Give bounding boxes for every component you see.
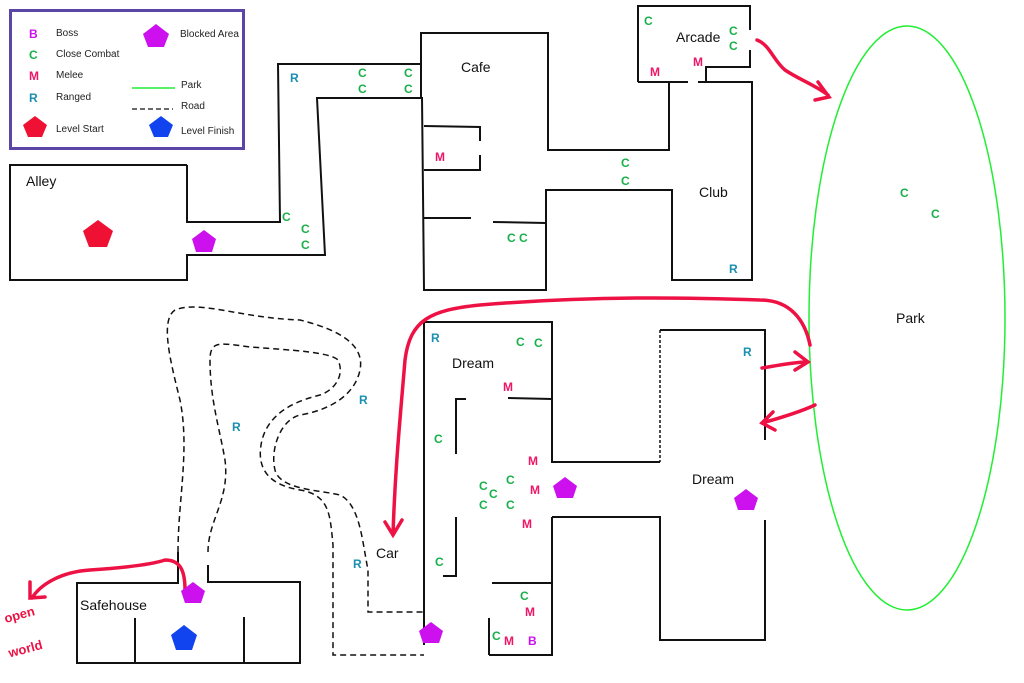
legend-ranged-letter: R	[29, 91, 38, 105]
enemy-close-combat: C	[358, 82, 367, 96]
label-cafe: Cafe	[461, 59, 491, 75]
enemy-melee: M	[528, 454, 538, 468]
legend-level-start-label: Level Start	[56, 124, 104, 135]
enemy-close-combat: C	[358, 66, 367, 80]
enemy-melee: M	[525, 605, 535, 619]
legend-melee-letter: M	[29, 69, 39, 83]
route-arrows	[28, 38, 833, 600]
road	[166, 306, 661, 656]
enemy-close-combat: C	[301, 222, 310, 236]
legend-road-label: Road	[181, 101, 205, 112]
enemy-ranged: R	[359, 393, 368, 407]
enemy-close-combat: C	[519, 231, 528, 245]
enemy-close-combat: C	[621, 156, 630, 170]
enemy-ranged: R	[353, 557, 362, 571]
enemy-melee: M	[522, 517, 532, 531]
enemy-close-combat: C	[729, 39, 738, 53]
legend-boss-letter: B	[29, 27, 38, 41]
legend-park-label: Park	[181, 80, 202, 91]
enemy-close-combat: C	[729, 24, 738, 38]
legend-park-line-icon	[132, 87, 175, 89]
enemy-melee: M	[693, 55, 703, 69]
blocked-area-icon	[419, 622, 443, 643]
enemy-boss: B	[528, 634, 537, 648]
dream1-walls	[423, 321, 766, 656]
arrow-park-to-car	[383, 296, 812, 539]
enemy-close-combat: C	[621, 174, 630, 188]
legend-level-start-icon	[23, 116, 47, 137]
enemy-close-combat: C	[479, 479, 488, 493]
label-club: Club	[699, 184, 728, 200]
enemy-close-combat: C	[489, 487, 498, 501]
enemy-ranged: R	[729, 262, 738, 276]
enemy-ranged: R	[232, 420, 241, 434]
enemy-ranged: R	[743, 345, 752, 359]
enemy-ranged: R	[431, 331, 440, 345]
markers	[83, 220, 758, 650]
label-safehouse: Safehouse	[80, 597, 147, 613]
svg-text:open: open	[2, 603, 36, 626]
level-start-icon	[83, 220, 113, 247]
alley-walls	[9, 32, 688, 281]
enemy-close-combat: C	[534, 336, 543, 350]
enemy-close-combat: C	[516, 335, 525, 349]
enemy-melee: M	[435, 150, 445, 164]
arrow-park-to-dream	[759, 403, 817, 432]
enemy-close-combat: C	[404, 66, 413, 80]
safehouse-walls	[76, 552, 301, 664]
enemy-close-combat: C	[282, 210, 291, 224]
legend-boss-label: Boss	[56, 28, 79, 39]
enemy-close-combat: C	[931, 207, 940, 221]
enemy-close-combat: C	[404, 82, 413, 96]
enemy-melee: M	[504, 634, 514, 648]
legend-blocked-area-label: Blocked Area	[180, 29, 239, 40]
legend-melee-label: Melee	[56, 70, 84, 81]
cafe-walls	[421, 81, 753, 291]
enemy-close-combat: C	[435, 555, 444, 569]
label-arcade: Arcade	[676, 29, 721, 45]
enemy-close-combat: C	[301, 238, 310, 252]
blocked-area-icon	[192, 230, 216, 252]
blocked-area-icon	[181, 582, 205, 603]
enemy-ranged: R	[290, 71, 299, 85]
label-alley: Alley	[26, 173, 56, 189]
arcade-walls	[637, 5, 751, 83]
enemy-melee: M	[650, 65, 660, 79]
arrow-safehouse-to-open-world	[28, 558, 187, 600]
label-park: Park	[896, 310, 926, 326]
legend-level-finish-label: Level Finish	[181, 126, 235, 137]
label-car: Car	[376, 545, 399, 561]
arrow-dream-to-park	[760, 350, 812, 372]
legend-level-finish-icon	[149, 116, 173, 137]
legend-road-line-icon	[132, 108, 173, 110]
legend-close-combat-label: Close Combat	[56, 49, 120, 60]
legend-blocked-area-icon	[143, 24, 169, 47]
enemy-melee: M	[530, 483, 540, 497]
blocked-area-icon	[553, 477, 577, 498]
svg-text:world: world	[6, 637, 44, 661]
walls	[9, 5, 766, 664]
park-area	[808, 25, 1006, 611]
enemy-close-combat: C	[492, 629, 501, 643]
enemy-close-combat: C	[507, 231, 516, 245]
legend-close-combat-letter: C	[29, 48, 38, 62]
open-world-note: open world	[2, 603, 44, 660]
label-dream-2: Dream	[692, 471, 734, 487]
enemy-melee: M	[503, 380, 513, 394]
location-labels: Alley Cafe Arcade Club Park Dream Dream …	[26, 29, 926, 613]
enemy-close-combat: C	[644, 14, 653, 28]
enemy-close-combat: C	[434, 432, 443, 446]
enemy-close-combat: C	[900, 186, 909, 200]
legend: B Boss C Close Combat M Melee R Ranged L…	[9, 9, 245, 150]
enemy-close-combat: C	[506, 498, 515, 512]
blocked-area-icon	[734, 489, 758, 510]
level-finish-icon	[171, 625, 197, 650]
arrow-arcade-to-park	[755, 38, 833, 102]
label-dream-1: Dream	[452, 355, 494, 371]
enemy-close-combat: C	[520, 589, 529, 603]
enemy-close-combat: C	[479, 498, 488, 512]
enemy-close-combat: C	[506, 473, 515, 487]
legend-ranged-label: Ranged	[56, 92, 92, 103]
